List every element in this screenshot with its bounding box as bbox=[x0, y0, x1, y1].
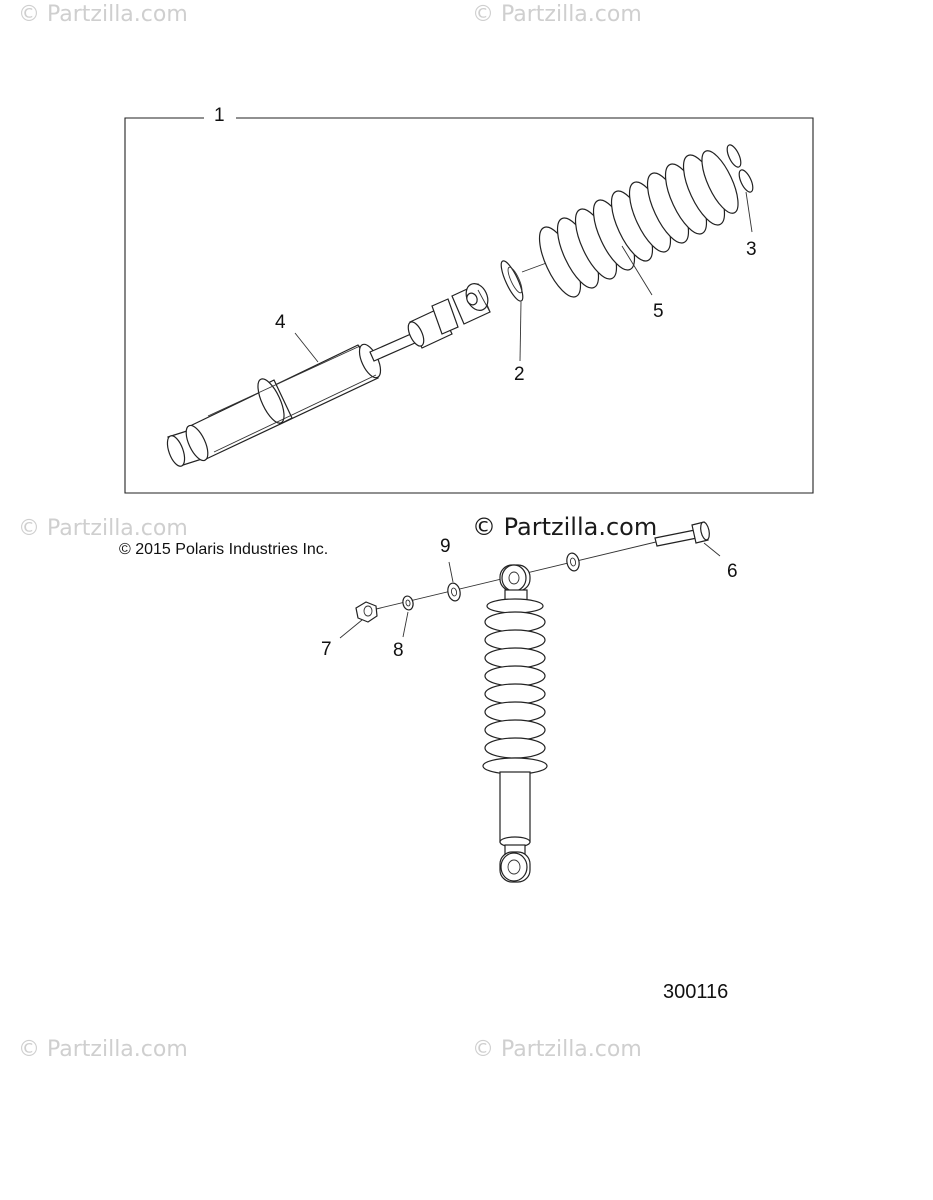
lower-spring-retainer bbox=[500, 260, 524, 302]
callout-8: 8 bbox=[393, 640, 404, 661]
spring-clip bbox=[726, 144, 754, 193]
watermark-mid-left: © Partzilla.com bbox=[18, 516, 188, 541]
coil-spring bbox=[538, 150, 739, 298]
leader-lines-kit bbox=[294, 191, 753, 363]
washer-small bbox=[402, 595, 414, 611]
mounting-bolt bbox=[371, 521, 710, 611]
kit-box-outline bbox=[124, 117, 814, 494]
shock-upper-eyelet bbox=[407, 283, 491, 349]
shock-body bbox=[166, 343, 382, 467]
callout-7: 7 bbox=[321, 639, 332, 660]
watermark-bottom-center: © Partzilla.com bbox=[472, 1037, 642, 1062]
callout-1: 1 bbox=[214, 105, 225, 126]
callout-3: 3 bbox=[746, 239, 757, 260]
callout-6: 6 bbox=[727, 561, 738, 582]
callout-4: 4 bbox=[275, 312, 286, 333]
leader-lines-hardware bbox=[339, 542, 721, 639]
washer-large bbox=[447, 582, 461, 602]
document-number: 300116 bbox=[663, 981, 729, 1003]
watermark-top-center: © Partzilla.com bbox=[472, 2, 642, 27]
watermark-bottom-left: © Partzilla.com bbox=[18, 1037, 188, 1062]
assembled-shock bbox=[482, 564, 548, 883]
lock-nut bbox=[355, 601, 378, 623]
washer-right bbox=[566, 552, 580, 572]
callout-9: 9 bbox=[440, 536, 451, 557]
watermark-top-left: © Partzilla.com bbox=[18, 2, 188, 27]
callout-5: 5 bbox=[653, 301, 664, 322]
copyright-notice: © 2015 Polaris Industries Inc. bbox=[119, 541, 329, 558]
watermark-center: © Partzilla.com bbox=[472, 513, 658, 541]
callout-2: 2 bbox=[514, 364, 525, 385]
